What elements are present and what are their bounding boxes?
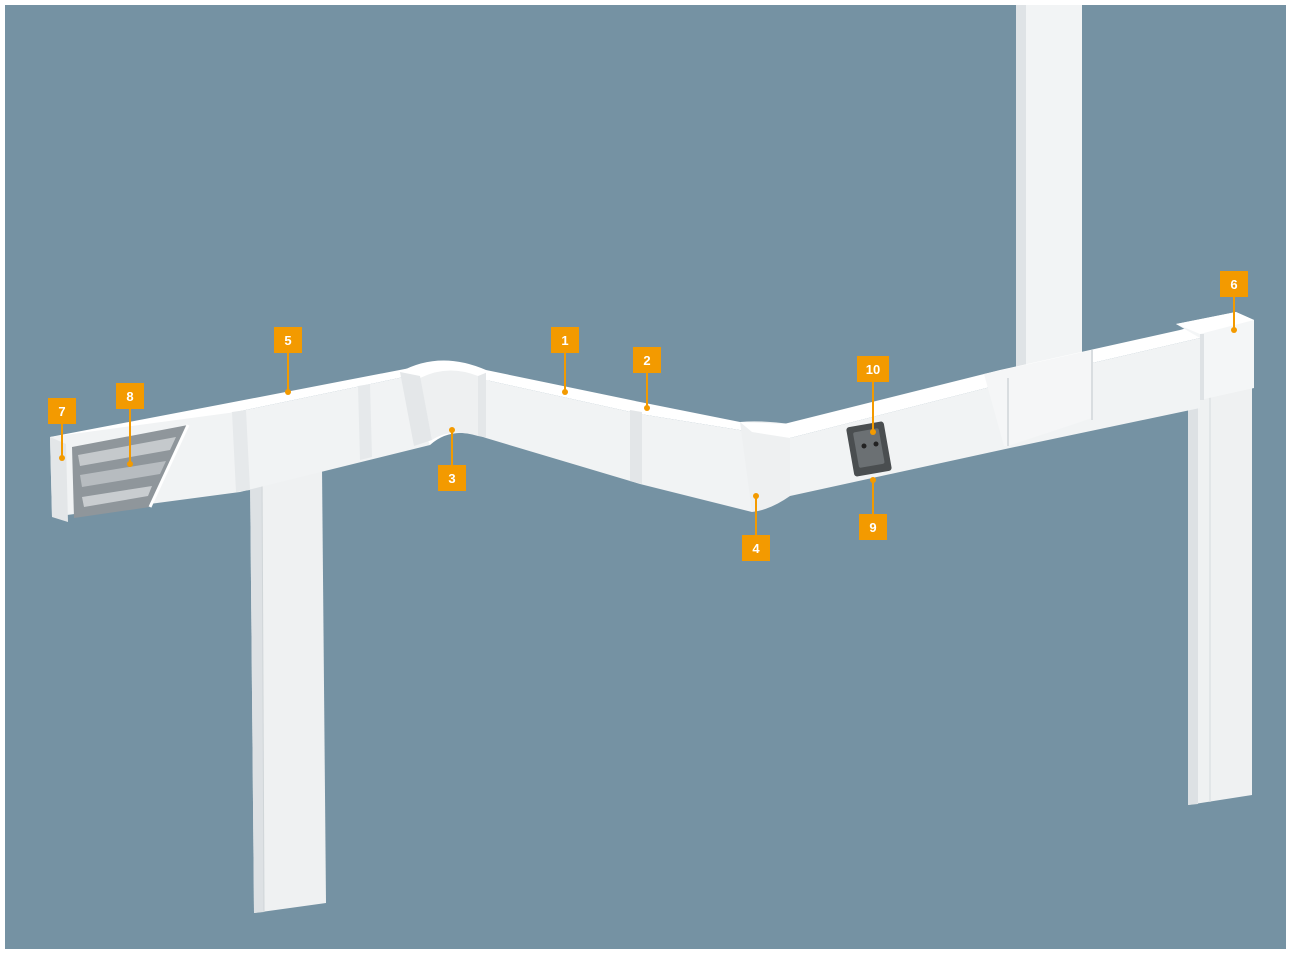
- callout-label: 1: [561, 333, 568, 348]
- callout-dot: [870, 429, 876, 435]
- callout-dot: [644, 405, 650, 411]
- callout-label: 6: [1230, 277, 1237, 292]
- callout-dot: [59, 455, 65, 461]
- left-vertical-trunking: [250, 468, 326, 913]
- callout-dot: [753, 493, 759, 499]
- right-vertical-trunking: [1188, 380, 1252, 805]
- callout-label: 4: [752, 541, 760, 556]
- callout-dot: [285, 389, 291, 395]
- callout-dot: [562, 389, 568, 395]
- callout-label: 10: [866, 362, 880, 377]
- socket-hole-icon: [874, 442, 879, 447]
- trunking-internal-corner: [400, 360, 488, 446]
- callout-label: 8: [126, 389, 133, 404]
- callout-label: 7: [58, 404, 65, 419]
- callout-label: 2: [643, 353, 650, 368]
- callout-dot: [449, 427, 455, 433]
- callout-dot: [870, 477, 876, 483]
- callout-label: 5: [284, 333, 291, 348]
- ceiling-riser-trunking: [1016, 5, 1082, 368]
- callout-label: 9: [869, 520, 876, 535]
- callout-dot: [127, 461, 133, 467]
- socket-hole-icon: [862, 444, 867, 449]
- callout-label: 3: [448, 471, 455, 486]
- callout-dot: [1231, 327, 1237, 333]
